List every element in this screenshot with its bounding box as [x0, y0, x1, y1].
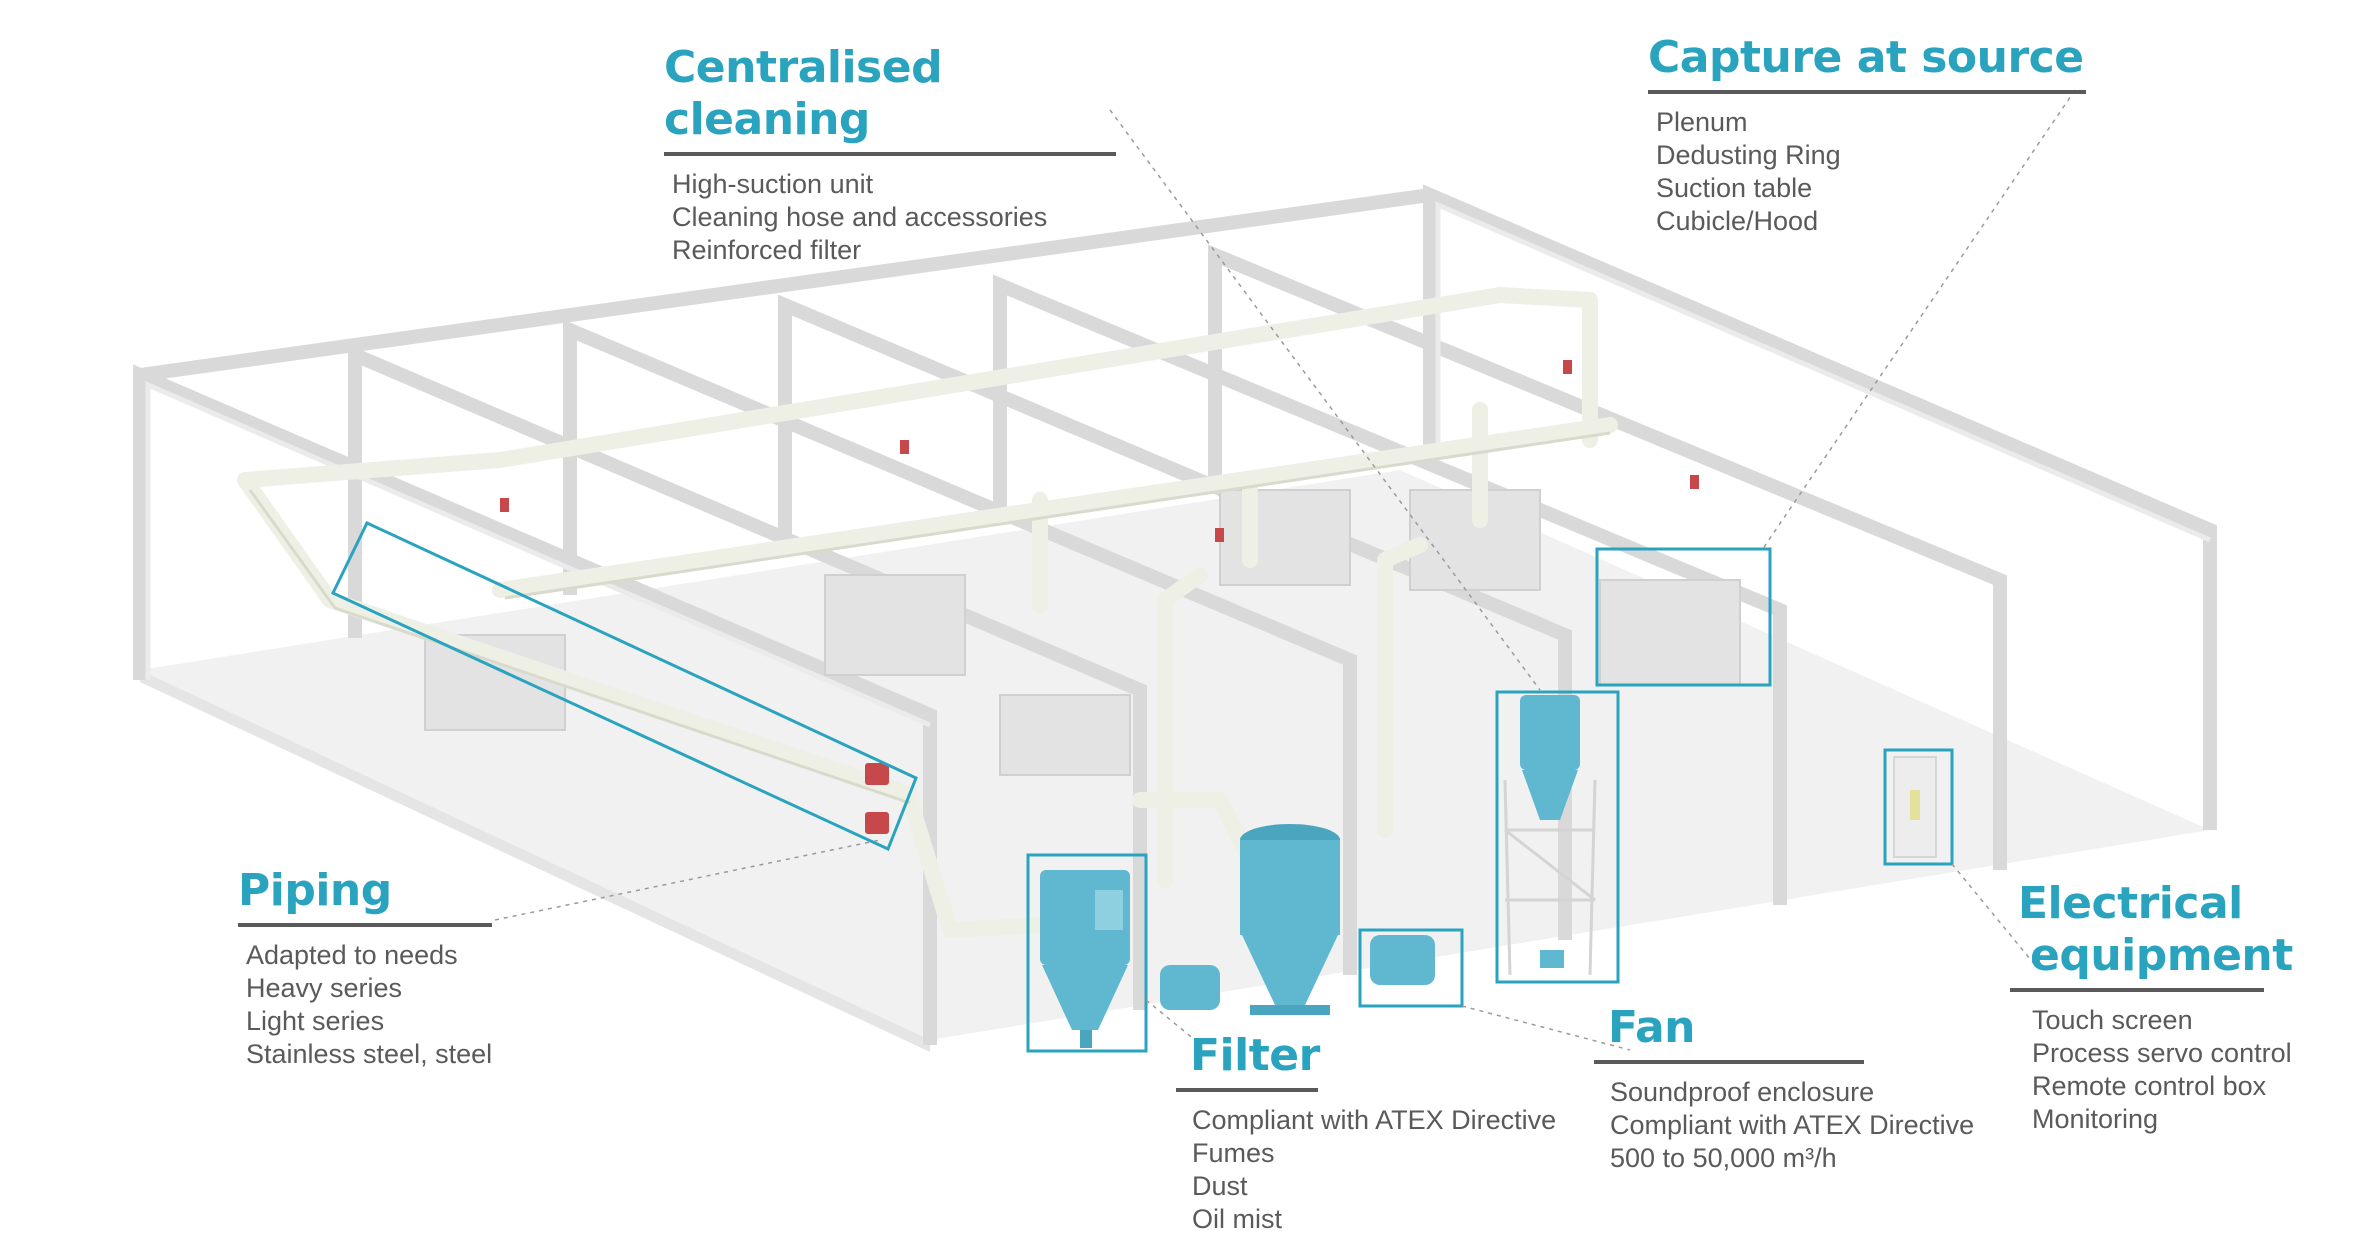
callout-piping-rule — [238, 923, 492, 927]
callout-capture-title: Capture at source — [1648, 32, 2084, 83]
callout-capture-list: Plenum Dedusting Ring Suction table Cubi… — [1648, 106, 2086, 238]
leader-capture — [1761, 89, 2076, 551]
valve-3 — [500, 498, 509, 512]
list-item: Compliant with ATEX Directive — [1610, 1110, 1975, 1140]
workshop-floor-edge — [140, 670, 930, 1052]
valve-6 — [1563, 360, 1572, 374]
callout-fan-title: Fan — [1608, 1002, 1696, 1053]
list-item: Process servo control — [2032, 1038, 2292, 1068]
highlight-capture — [1595, 547, 1772, 687]
callout-capture-at-source: Capture at source Plenum Dedusting Ring … — [1648, 32, 2086, 238]
list-item: Fumes — [1192, 1138, 1275, 1168]
workstation-3 — [999, 694, 1131, 776]
workstation-2 — [824, 574, 966, 676]
list-item: High-suction unit — [672, 169, 874, 199]
pipe-riser-2 — [1377, 537, 1428, 838]
leader-electrical — [1951, 863, 2036, 966]
callout-electrical-equipment: Electrical equipment Touch screen Proces… — [2010, 878, 2293, 1136]
workstation-6 — [1599, 579, 1741, 686]
callout-capture-rule — [1648, 90, 2086, 94]
pipe-to-filter-1 — [902, 792, 1048, 938]
frame-5 — [993, 274, 1787, 905]
list-item: Remote control box — [2032, 1071, 2267, 1101]
callout-filter-list: Compliant with ATEX Directive Fumes Dust… — [1176, 1104, 1557, 1236]
callout-fan: Fan Soundproof enclosure Compliant with … — [1594, 1002, 1975, 1175]
list-item: Compliant with ATEX Directive — [1192, 1105, 1557, 1135]
fan-2 — [1370, 935, 1435, 985]
fan-1 — [1160, 965, 1220, 1010]
callout-centralised-cleaning: Centralised cleaning High-suction unit C… — [664, 42, 1116, 267]
list-item: Monitoring — [2032, 1104, 2159, 1134]
pipe-branch-1 — [1132, 792, 1253, 858]
frame-3 — [563, 319, 1357, 975]
callout-centralised-list: High-suction unit Cleaning hose and acce… — [664, 168, 1116, 267]
list-item: Adapted to needs — [246, 940, 458, 970]
highlight-filter — [1026, 853, 1148, 1053]
highlight-fan — [1358, 928, 1464, 1008]
callout-fan-list: Soundproof enclosure Compliant with ATEX… — [1594, 1076, 1975, 1175]
valve-2 — [865, 812, 889, 834]
callout-electrical-title-line2: equipment — [2030, 930, 2293, 981]
callout-centralised-rule — [664, 152, 1116, 156]
leader-fan — [1461, 1005, 1631, 1051]
list-item: Soundproof enclosure — [1610, 1077, 1875, 1107]
callout-centralised-title: Centralised cleaning — [664, 42, 943, 145]
valve-5 — [1215, 528, 1224, 542]
list-item: Oil mist — [1192, 1204, 1282, 1234]
pipe-network-shade — [248, 431, 1611, 805]
pipe-mid — [492, 417, 1618, 598]
list-item: Stainless steel, steel — [246, 1039, 493, 1069]
highlight-boxes — [330, 521, 1954, 1053]
callout-electrical-rule — [2010, 988, 2264, 992]
list-item: Suction table — [1656, 173, 1813, 203]
filter-unit-1 — [1040, 870, 1130, 1048]
list-item: Cubicle/Hood — [1656, 206, 1819, 236]
electrical-cabinet — [1893, 756, 1937, 858]
leader-piping — [494, 839, 881, 921]
list-item: Light series — [246, 1006, 385, 1036]
callout-piping-title: Piping — [238, 865, 392, 916]
callout-filter-title: Filter — [1190, 1030, 1320, 1081]
leader-centralised — [1109, 109, 1541, 691]
callout-piping-list: Adapted to needs Heavy series Light seri… — [238, 939, 492, 1071]
callout-fan-rule — [1594, 1060, 1864, 1064]
highlight-centralised — [1495, 690, 1620, 984]
callout-electrical-list: Touch screen Process servo control Remot… — [2010, 1004, 2292, 1136]
pipe-riser-1 — [1157, 567, 1208, 888]
building-frames — [133, 184, 2217, 1045]
valves — [500, 360, 1699, 834]
list-item: Plenum — [1656, 107, 1748, 137]
filter-unit-2 — [1240, 824, 1340, 1015]
list-item: Reinforced filter — [672, 235, 862, 265]
frame-2 — [348, 344, 1147, 1010]
leader-filter — [1145, 999, 1196, 1041]
valve-1 — [865, 763, 889, 785]
fan-units — [1160, 935, 1435, 1010]
callout-filter: Filter Compliant with ATEX Directive Fum… — [1176, 1030, 1557, 1236]
callout-piping: Piping Adapted to needs Heavy series Lig… — [238, 865, 492, 1071]
frame-purlin-rear — [139, 188, 1431, 382]
callout-filter-rule — [1176, 1088, 1318, 1092]
list-item: Touch screen — [2032, 1005, 2193, 1035]
list-item: Cleaning hose and accessories — [672, 202, 1048, 232]
leader-lines — [494, 89, 2076, 1051]
pipe-loop-rear — [237, 287, 1598, 488]
list-item: Dust — [1192, 1171, 1248, 1201]
highlight-electrical — [1883, 748, 1954, 866]
frame-7 — [1423, 184, 2217, 830]
high-suction-unit — [1503, 695, 1597, 976]
list-item: 500 to 50,000 m³/h — [1610, 1143, 1837, 1173]
list-item: Dedusting Ring — [1656, 140, 1841, 170]
valve-4 — [900, 440, 909, 454]
valve-7 — [1690, 475, 1699, 489]
callout-electrical-title-line1: Electrical — [2018, 878, 2243, 929]
building-frame-shadows — [145, 201, 2211, 728]
highlight-piping — [330, 521, 918, 852]
workstation-4 — [1219, 489, 1351, 586]
list-item: Heavy series — [246, 973, 403, 1003]
